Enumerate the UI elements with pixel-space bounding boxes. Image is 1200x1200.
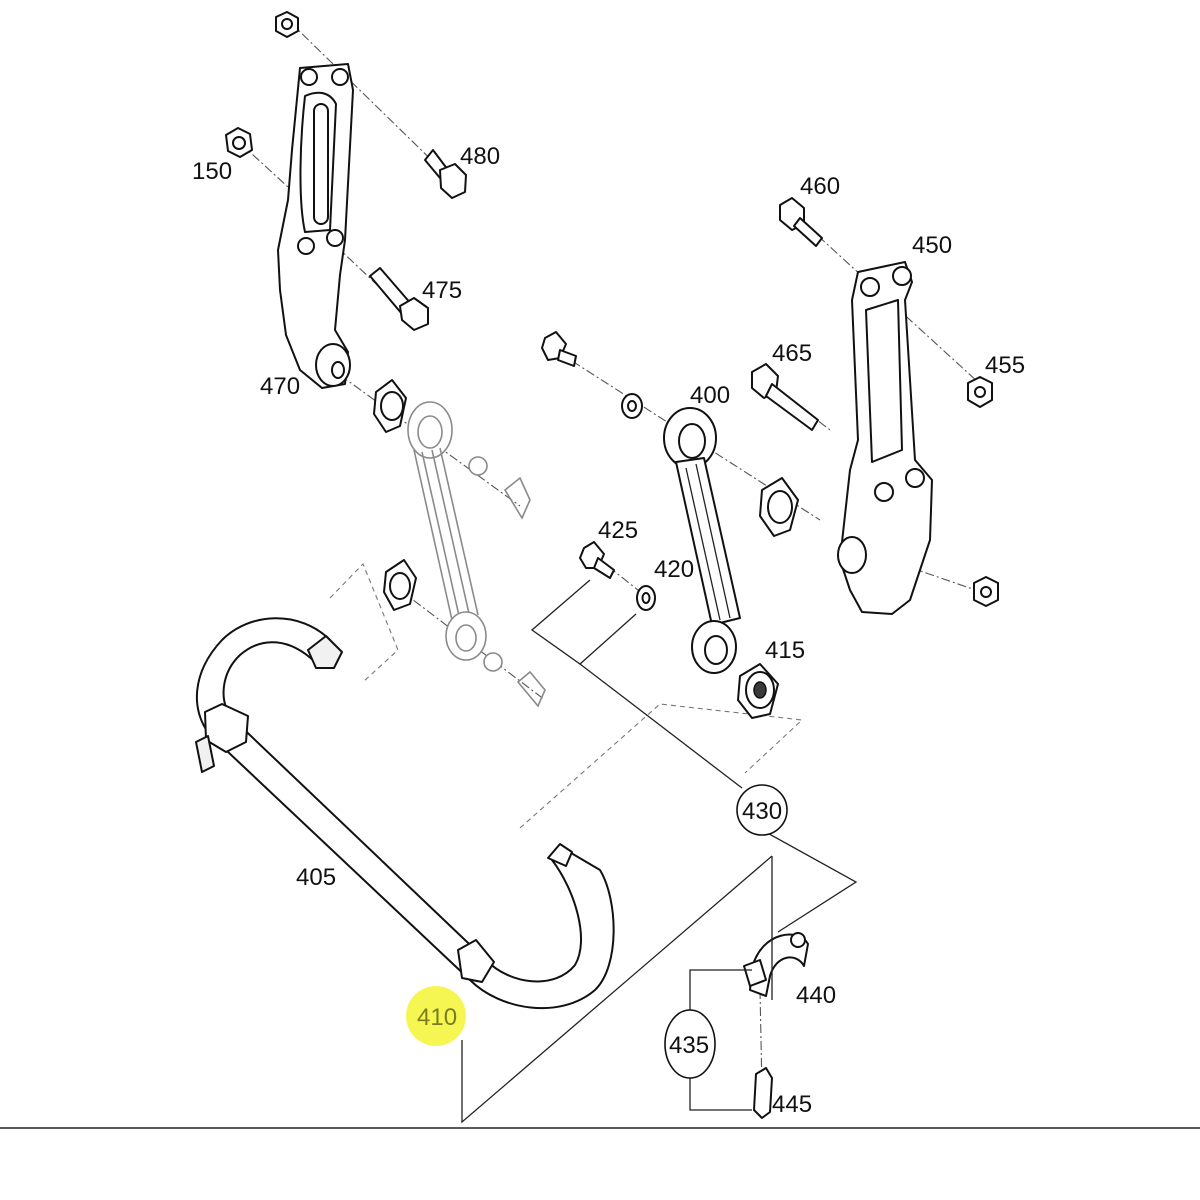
callout-430-ring: [736, 784, 788, 836]
callout-470: 470: [260, 373, 300, 400]
bushing-415: [737, 663, 779, 719]
callout-150: 150: [192, 158, 232, 185]
bolt-475: [369, 267, 429, 331]
callout-435: 435: [669, 1032, 709, 1059]
nut-455: [967, 376, 993, 408]
nut-150: [225, 127, 253, 158]
callout-410: 410: [417, 1004, 457, 1031]
connecting-rod-400: [663, 407, 741, 674]
clamp-440: [743, 932, 809, 997]
bolt-upper-middle: [541, 331, 577, 367]
bolt-465: [751, 363, 819, 431]
callout-475: 475: [422, 277, 462, 304]
ghost-connecting-rod: [407, 401, 546, 708]
mount-bracket-450: [837, 261, 933, 615]
callout-420: 420: [654, 556, 694, 583]
callout-460: 460: [800, 173, 840, 200]
highlight-marker-410: [406, 986, 466, 1046]
callout-480: 480: [460, 143, 500, 170]
washer-upper-middle: [621, 393, 643, 419]
callout-445: 445: [772, 1091, 812, 1118]
callout-435-ring: [664, 1009, 716, 1079]
washer-420: [636, 585, 656, 611]
callout-405: 405: [296, 864, 336, 891]
callout-400: 400: [690, 382, 730, 409]
bushing-left: [373, 379, 407, 433]
mount-bracket-470: [277, 63, 354, 389]
stabilizer-bar-405: [195, 617, 615, 1010]
bolt-460: [779, 197, 823, 247]
nut-lower-right: [973, 576, 999, 607]
callout-450: 450: [912, 232, 952, 259]
assembly-guides: [329, 563, 804, 829]
callout-440: 440: [796, 982, 836, 1009]
bolt-445: [753, 1067, 773, 1119]
callout-430: 430: [742, 798, 782, 825]
callout-465: 465: [772, 340, 812, 367]
nut-top-left: [275, 11, 299, 38]
bolt-425: [579, 541, 615, 579]
callout-415: 415: [765, 637, 805, 664]
bolt-480: [424, 149, 467, 199]
bushing-middle: [759, 477, 799, 537]
ghost-bushing: [383, 559, 417, 611]
callout-455: 455: [985, 352, 1025, 379]
callout-labels: 150 480 475 470 460 450 455 465 400 425 …: [192, 143, 1025, 1118]
kit-leader-lines: [461, 579, 858, 1124]
callout-425: 425: [598, 517, 638, 544]
